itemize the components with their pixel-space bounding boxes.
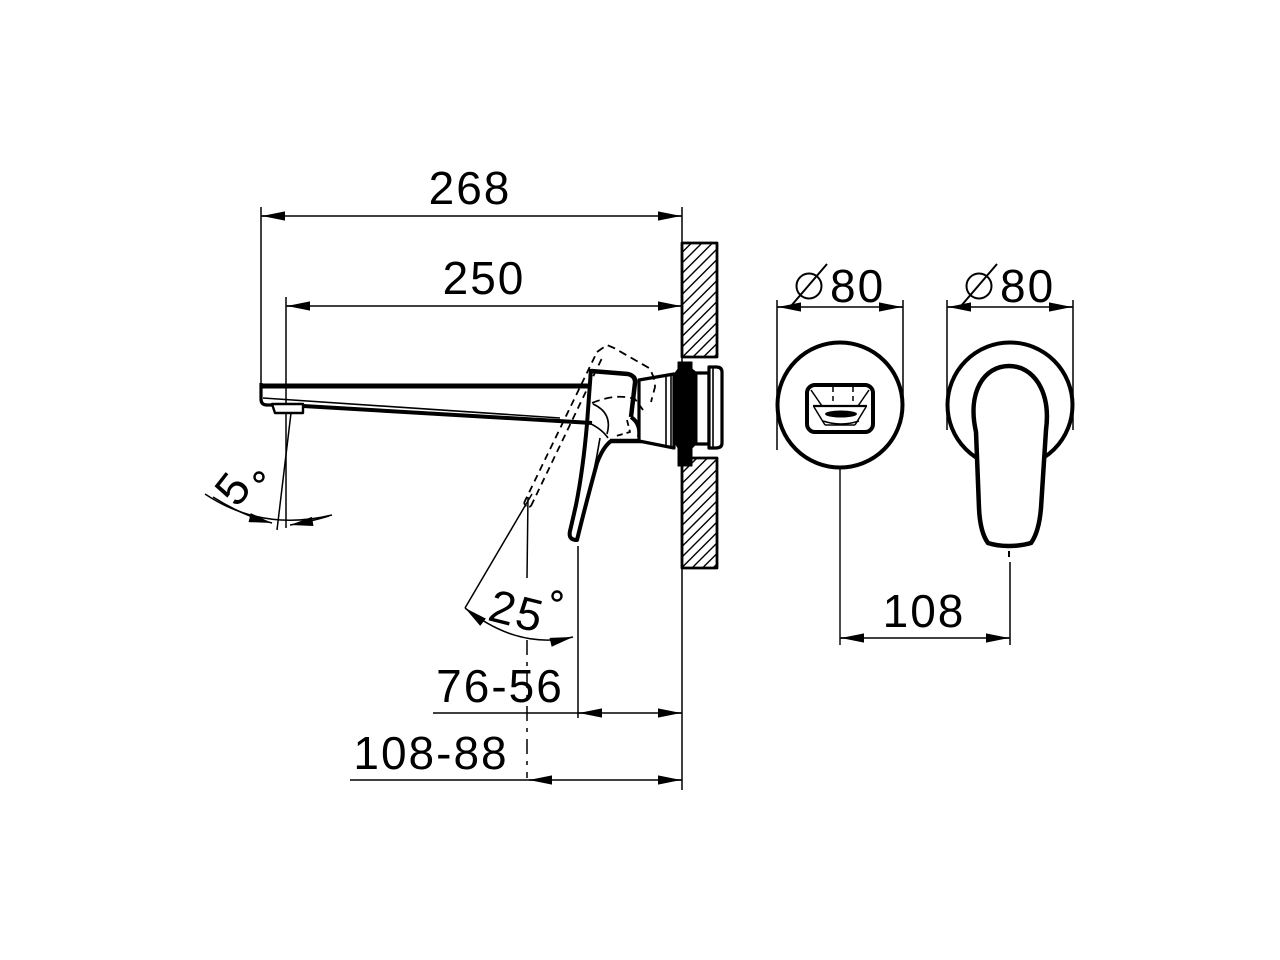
dim-handle-swing-angle (464, 493, 579, 778)
handle-alt-position-dashed (523, 344, 656, 508)
aerator-slot (825, 410, 857, 418)
lever-inner-contour-1 (592, 403, 610, 435)
handle-profile (567, 361, 724, 542)
handle-body-top (590, 368, 638, 418)
diameter-icon-slash (790, 263, 828, 307)
handle-body-left (585, 368, 593, 425)
aerator-slot-underline (822, 420, 860, 425)
spout-opening-inner-edges (810, 389, 870, 426)
dim-5deg-label: 5 (204, 461, 262, 515)
dim-spout-angle (204, 412, 333, 531)
spout-inner-contour (262, 397, 561, 419)
spout-tip-edge (259, 383, 273, 407)
dim-250-label: 250 (443, 252, 526, 304)
dim-76-56-label: 76-56 (436, 660, 564, 712)
dim-268-label: 268 (429, 162, 512, 214)
angle-arc (464, 607, 574, 647)
dim-spout-plate-diameter (776, 263, 904, 450)
handle-up-inner-dash (591, 395, 644, 411)
diameter-icon (965, 272, 993, 300)
dim-25deg-label: 25 (484, 579, 550, 643)
degree-icon (551, 590, 563, 602)
lever-up-tip-dash (523, 502, 532, 508)
dim-dia80-spout-label: 80 (830, 260, 885, 312)
diameter-icon-slash (960, 263, 998, 307)
handle-front-lever (971, 363, 1050, 549)
lever-up-axis-dash-2 (530, 355, 604, 507)
wall-flange-section (674, 361, 698, 467)
arrow-right-icon (289, 515, 330, 526)
dim-overall-projection (260, 207, 682, 383)
aerator (270, 402, 305, 415)
angle-leg-open (464, 493, 533, 609)
dim-108-88-label: 108-88 (353, 727, 508, 779)
side-view: 268 250 (204, 162, 724, 790)
wall-section (680, 207, 719, 790)
spout-front-opening (805, 383, 875, 434)
diameter-icon (795, 272, 823, 300)
handle-up-detail-dash (615, 419, 631, 437)
degree-icon (253, 471, 265, 483)
front-view-handle: 80 108 (840, 260, 1075, 645)
lever-inner-contour-2 (578, 437, 601, 530)
dim-dia80-handle-label: 80 (1000, 260, 1055, 312)
spout-bottom-edge (302, 404, 593, 425)
hidden-channel-dashes (832, 387, 854, 404)
dim-108-label: 108 (883, 585, 966, 637)
lever (567, 423, 613, 542)
lever-inner-contour-3 (588, 422, 609, 439)
arrow-left-icon (212, 496, 273, 524)
dim-plate-centers (840, 562, 1011, 645)
angle-leg-tilted (276, 412, 292, 531)
front-view-spout: 80 (775, 260, 905, 645)
inwall-nut (707, 365, 724, 450)
lever-up-axis-dash-1 (523, 351, 598, 504)
wall-hatch-upper (680, 241, 719, 359)
wall-hatch-lower (680, 456, 719, 570)
angle-leg-vertical (526, 496, 529, 579)
handle-up-outline-dash (596, 344, 656, 403)
cartridge-escutcheon (637, 372, 676, 450)
spout-profile (259, 383, 593, 425)
